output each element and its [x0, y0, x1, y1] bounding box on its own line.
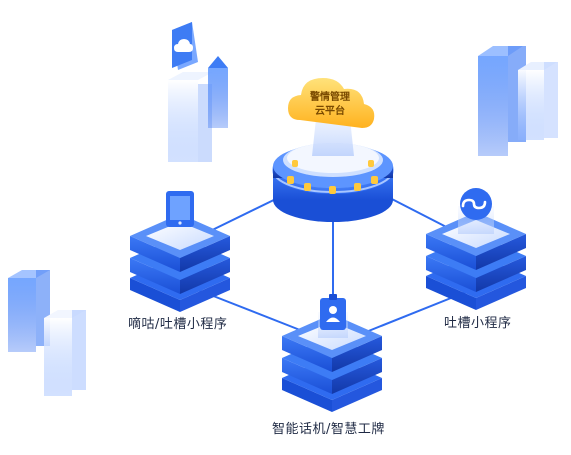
- id-badge-icon: [320, 294, 346, 330]
- link-left-bottom: [197, 289, 301, 331]
- node-right-label: 吐槽小程序: [444, 316, 512, 331]
- node-bottom: [282, 294, 382, 412]
- hub-led-dots: [287, 160, 378, 194]
- node-right: [426, 188, 526, 310]
- decor-bars-bottom-left: [8, 270, 86, 396]
- cloud-label-line1: 警情管理: [309, 90, 350, 103]
- link-right-bottom: [365, 291, 467, 333]
- node-left-label: 嘀咕/吐槽小程序: [128, 317, 228, 332]
- cloud-icon: [174, 39, 193, 52]
- decor-bars-top-left: [168, 56, 228, 162]
- cloud-icon: 警情管理 云平台: [288, 78, 375, 128]
- node-bottom-label: 智能话机/智慧工牌: [272, 422, 385, 437]
- node-left: [130, 191, 230, 312]
- tablet-icon: [166, 191, 194, 227]
- cloud-label-line2: 云平台: [315, 104, 345, 117]
- decor-bars-top-right: [478, 46, 558, 156]
- cloud-card: [172, 22, 198, 70]
- hub-platform: [272, 143, 394, 222]
- mini-program-icon: [460, 188, 492, 220]
